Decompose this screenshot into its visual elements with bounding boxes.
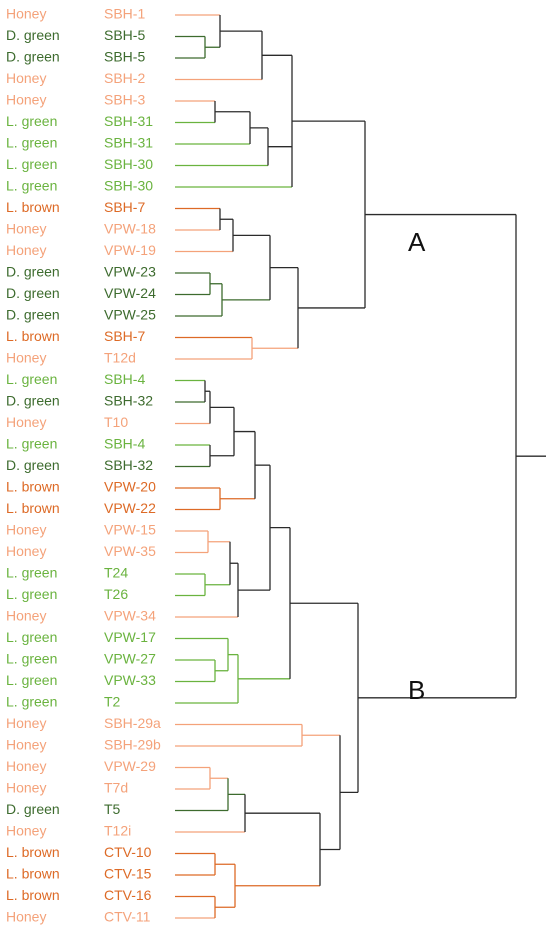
leaf-category-label: Honey	[6, 70, 46, 86]
leaf-sample-label: VPW-15	[104, 522, 156, 538]
leaf-sample-label: SBH-1	[104, 6, 145, 22]
leaf-category-label: D. green	[6, 264, 60, 280]
leaf-sample-label: VPW-27	[104, 651, 156, 667]
leaf-category-label: L. brown	[6, 479, 60, 495]
leaf-sample-label: VPW-24	[104, 285, 156, 301]
leaf-sample-label: SBH-30	[104, 178, 153, 194]
leaf-sample-label: T5	[104, 801, 121, 817]
leaf-sample-label: SBH-31	[104, 135, 153, 151]
leaf-category-label: L. brown	[6, 866, 60, 882]
leaf-category-label: L. green	[6, 135, 57, 151]
leaf-category-label: Honey	[6, 737, 46, 753]
leaf-category-label: Honey	[6, 543, 46, 559]
leaf-category-label: L. green	[6, 565, 57, 581]
leaf-sample-label: T2	[104, 694, 121, 710]
leaf-category-label: L. green	[6, 113, 57, 129]
leaf-category-label: Honey	[6, 350, 46, 366]
leaf-category-label: Honey	[6, 522, 46, 538]
leaf-sample-label: SBH-2	[104, 70, 145, 86]
leaf-sample-label: SBH-29b	[104, 737, 161, 753]
leaf-category-label: L. brown	[6, 500, 60, 516]
leaf-category-label: Honey	[6, 823, 46, 839]
cluster-label-b: B	[408, 675, 425, 705]
leaf-sample-label: SBH-32	[104, 393, 153, 409]
leaf-category-label: L. green	[6, 629, 57, 645]
leaf-sample-label: SBH-30	[104, 156, 153, 172]
leaf-sample-label: SBH-29a	[104, 715, 161, 731]
leaf-category-label: L. green	[6, 178, 57, 194]
leaf-category-label: Honey	[6, 715, 46, 731]
leaf-sample-label: T12d	[104, 350, 136, 366]
leaf-category-label: L. green	[6, 694, 57, 710]
leaf-category-label: Honey	[6, 758, 46, 774]
leaf-category-label: L. green	[6, 156, 57, 172]
leaf-sample-label: SBH-7	[104, 328, 145, 344]
leaf-category-label: Honey	[6, 221, 46, 237]
leaf-sample-label: CTV-11	[104, 909, 151, 925]
leaf-sample-label: CTV-16	[104, 887, 152, 903]
leaf-sample-label: VPW-35	[104, 543, 156, 559]
leaf-sample-label: VPW-22	[104, 500, 156, 516]
leaf-sample-label: T24	[104, 565, 128, 581]
leaf-sample-label: SBH-4	[104, 371, 145, 387]
leaf-category-label: L. brown	[6, 887, 60, 903]
leaf-sample-label: VPW-20	[104, 479, 156, 495]
leaf-category-label: D. green	[6, 27, 60, 43]
leaf-sample-label: VPW-34	[104, 608, 156, 624]
leaf-sample-label: VPW-17	[104, 629, 156, 645]
leaf-category-label: L. brown	[6, 844, 60, 860]
leaf-category-label: L. brown	[6, 199, 60, 215]
leaf-sample-label: SBH-3	[104, 92, 145, 108]
leaf-category-label: L. green	[6, 672, 57, 688]
leaf-sample-label: SBH-4	[104, 436, 145, 452]
leaf-sample-label: T26	[104, 586, 128, 602]
dendrogram-branches	[175, 14, 546, 919]
leaf-category-label: L. green	[6, 371, 57, 387]
leaf-category-label: Honey	[6, 909, 46, 925]
cluster-label-a: A	[408, 227, 426, 257]
leaf-category-label: Honey	[6, 780, 46, 796]
leaf-sample-label: SBH-7	[104, 199, 145, 215]
leaf-category-label: L. brown	[6, 328, 60, 344]
leaf-category-label: Honey	[6, 6, 46, 22]
leaf-category-label: D. green	[6, 801, 60, 817]
leaf-sample-label: T12i	[104, 823, 131, 839]
leaf-sample-label: CTV-10	[104, 844, 152, 860]
leaf-sample-label: VPW-19	[104, 242, 156, 258]
leaf-sample-label: VPW-33	[104, 672, 156, 688]
leaf-sample-label: SBH-5	[104, 27, 145, 43]
leaf-category-label: L. green	[6, 586, 57, 602]
leaf-category-label: D. green	[6, 49, 60, 65]
leaf-category-label: D. green	[6, 285, 60, 301]
leaf-sample-label: SBH-31	[104, 113, 153, 129]
leaf-category-label: L. green	[6, 436, 57, 452]
leaf-category-label: Honey	[6, 242, 46, 258]
leaf-sample-label: SBH-32	[104, 457, 153, 473]
leaf-category-label: L. green	[6, 651, 57, 667]
leaf-sample-label: T7d	[104, 780, 128, 796]
leaf-category-label: Honey	[6, 608, 46, 624]
leaf-sample-label: VPW-29	[104, 758, 156, 774]
leaf-category-label: D. green	[6, 307, 60, 323]
leaf-sample-label: VPW-25	[104, 307, 156, 323]
leaf-category-label: Honey	[6, 92, 46, 108]
leaf-sample-label: CTV-15	[104, 866, 152, 882]
leaf-category-label: Honey	[6, 414, 46, 430]
leaf-category-label: D. green	[6, 457, 60, 473]
leaf-sample-label: SBH-5	[104, 49, 145, 65]
leaf-category-label: D. green	[6, 393, 60, 409]
leaf-sample-label: T10	[104, 414, 128, 430]
leaf-sample-label: VPW-18	[104, 221, 156, 237]
leaf-sample-label: VPW-23	[104, 264, 156, 280]
